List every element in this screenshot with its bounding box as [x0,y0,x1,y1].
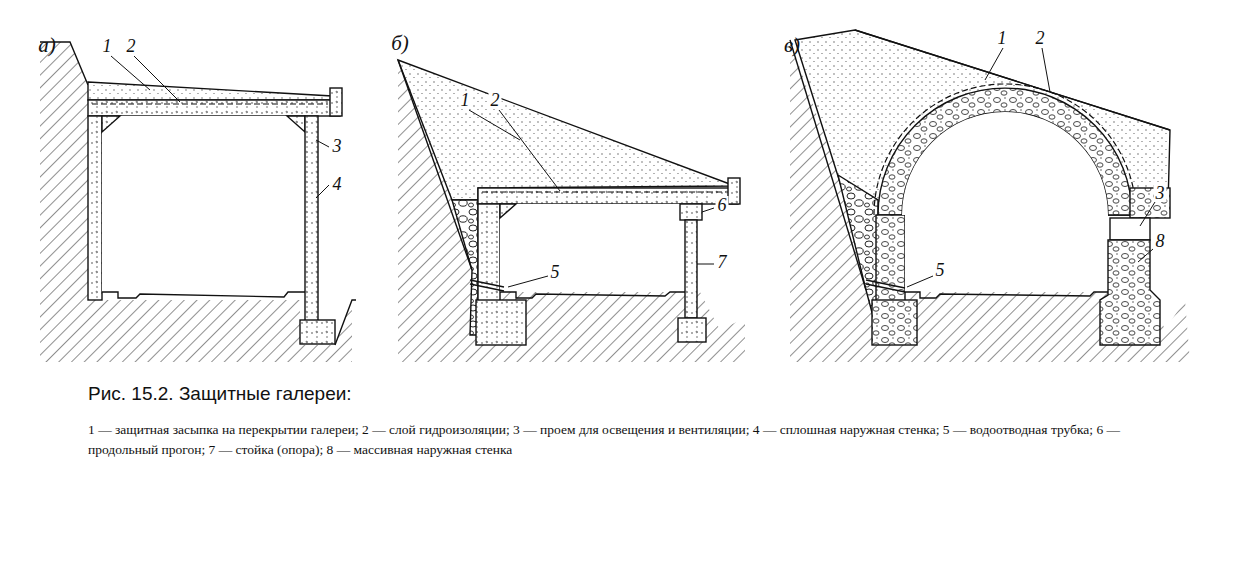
callout-number: 3 [1154,184,1167,202]
callout-number: 8 [1154,232,1167,250]
figure-letter: в) [784,35,800,56]
callout-number: 7 [716,253,729,271]
gallery-b [398,60,745,362]
callout-number: 2 [489,91,502,109]
callout-number: 4 [331,175,344,193]
callout-number: 5 [934,261,947,279]
figure-caption: Рис. 15.2. Защитные галереи: [88,384,352,403]
callout-number: 1 [101,37,114,55]
callout-number: 1 [996,29,1009,47]
callout-number: 6 [716,196,729,214]
gallery-c [790,30,1190,362]
callout-number: 2 [125,37,138,55]
legend-text: 1 — защитная засыпка на перекрытии галер… [88,420,1168,460]
figure-letter: а) [38,35,56,56]
callout-number: 2 [1034,29,1047,47]
callout-number: 1 [459,91,472,109]
figure-letter: б) [391,33,409,54]
leader-lines [111,48,1155,287]
callout-number: 5 [549,263,562,281]
callout-number: 3 [331,137,344,155]
gallery-a [40,42,356,362]
